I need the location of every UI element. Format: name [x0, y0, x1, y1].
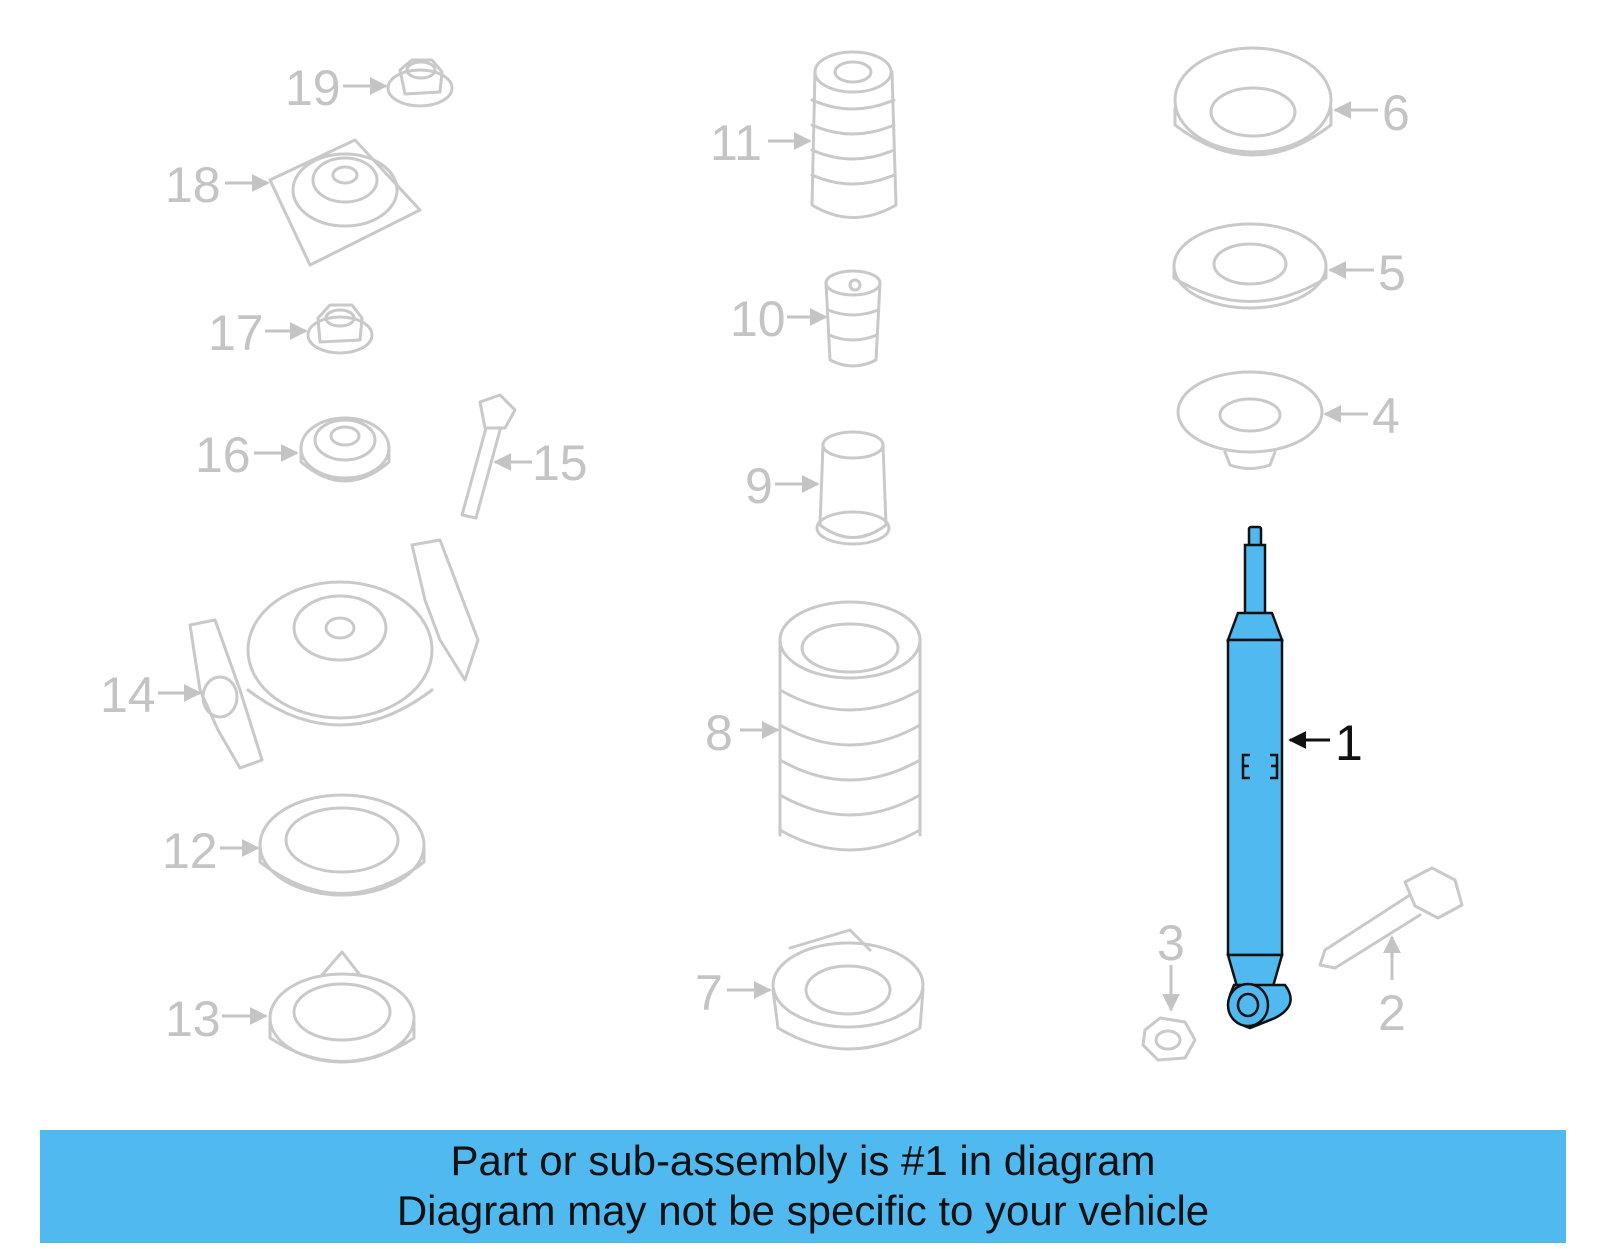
part-19-nut [386, 58, 454, 108]
part-11-dust-boot [810, 50, 898, 219]
banner-line-part: Part or sub-assembly is #1 in diagram [450, 1137, 1156, 1184]
callout-12: 12 [162, 823, 218, 879]
callout-17: 17 [208, 305, 264, 361]
callout-18: 18 [165, 157, 221, 213]
callout-2: 2 [1378, 985, 1406, 1041]
part-16-bearing [299, 416, 391, 483]
part-15-bolt [460, 393, 517, 520]
part-13-insulator [268, 950, 416, 1064]
part-2-bolt [1318, 866, 1464, 970]
callout-1: 1 [1335, 715, 1363, 771]
part-18-upper-mount [268, 138, 422, 267]
callout-6: 6 [1382, 85, 1410, 141]
callout-19: 19 [285, 60, 341, 116]
callout-16: 16 [195, 427, 251, 483]
callout-5: 5 [1378, 245, 1406, 301]
callout-15: 15 [532, 435, 588, 491]
callout-3: 3 [1157, 915, 1185, 971]
part-12-seat [258, 793, 426, 897]
callout-10: 10 [730, 291, 786, 347]
callout-7: 7 [695, 965, 723, 1021]
info-banner: Part or sub-assembly is #1 in diagram Di… [40, 1130, 1566, 1243]
part-5-washer [1172, 222, 1328, 310]
part-14-housing [188, 538, 480, 770]
callout-11: 11 [710, 115, 762, 171]
banner-line-disclaimer: Diagram may not be specific to your vehi… [396, 1187, 1210, 1234]
callout-14: 14 [100, 667, 156, 723]
part-17-nut [306, 303, 374, 355]
part-1-shock-absorber [1226, 525, 1292, 1030]
part-4-washer [1176, 370, 1324, 470]
part-8-coil-spring [778, 600, 922, 852]
callout-9: 9 [745, 458, 773, 514]
part-6-upper-seat [1173, 46, 1333, 157]
callout-8: 8 [705, 705, 733, 761]
part-9-bump-stop-cup [815, 430, 891, 546]
part-3-nut [1141, 1016, 1197, 1062]
part-10-bump-stop [824, 269, 882, 368]
callout-4: 4 [1372, 388, 1400, 444]
part-7-lower-seat [771, 928, 925, 1051]
callout-13: 13 [165, 991, 221, 1047]
